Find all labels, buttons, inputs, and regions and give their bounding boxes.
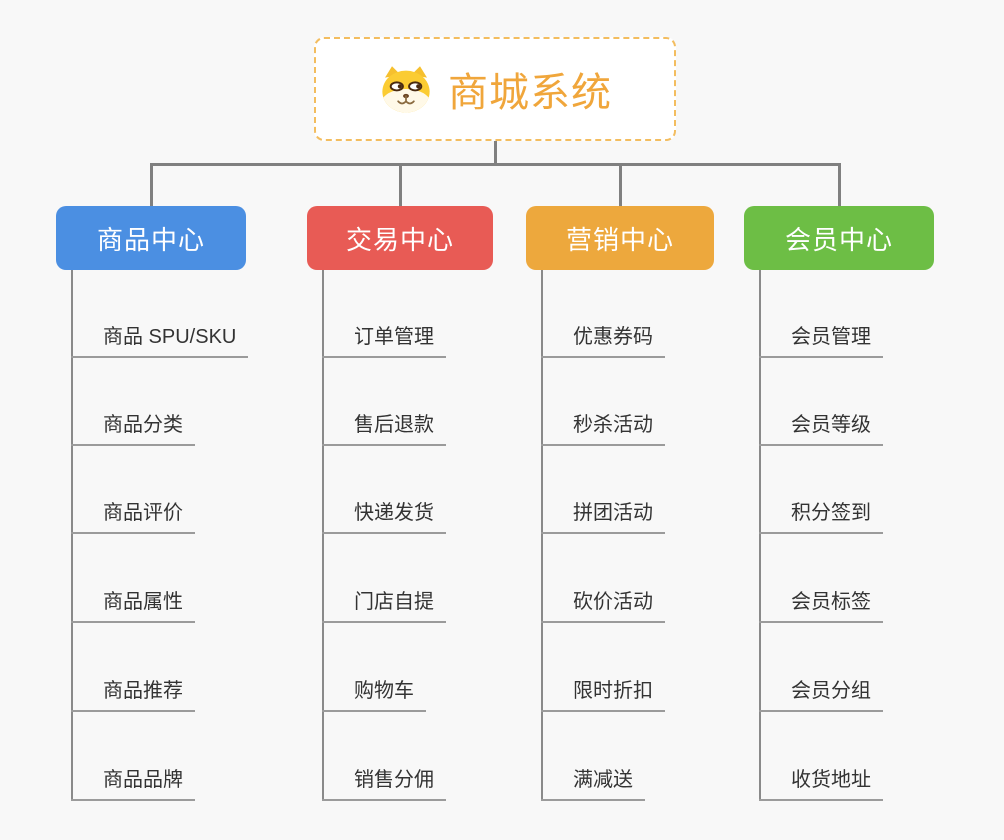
root-title: 商城系统 [448, 71, 612, 115]
leaf-node[interactable]: 会员等级 [759, 408, 883, 446]
leaf-label: 商品 SPU/SKU [103, 326, 237, 348]
connector-bus [150, 163, 840, 166]
leaf-label: 拼团活动 [573, 502, 653, 524]
branch-node[interactable]: 会员中心 [744, 206, 934, 270]
leaf-node[interactable]: 会员分组 [759, 674, 883, 712]
leaf-node[interactable]: 砍价活动 [541, 585, 665, 623]
leaf-label: 会员管理 [791, 326, 871, 348]
leaf-label: 限时折扣 [573, 680, 653, 702]
leaf-label: 商品分类 [103, 414, 183, 436]
leaf-label: 销售分佣 [354, 769, 434, 791]
leaf-node[interactable]: 快递发货 [322, 496, 446, 534]
leaf-label: 售后退款 [354, 414, 434, 436]
leaf-node[interactable]: 商品推荐 [71, 674, 195, 712]
leaf-label: 订单管理 [354, 326, 434, 348]
leaf-node[interactable]: 商品分类 [71, 408, 195, 446]
dog-face-icon [382, 66, 430, 113]
leaf-label: 收货地址 [791, 769, 871, 791]
connector-branch-drop [399, 163, 402, 208]
branch-label: 营销中心 [565, 224, 674, 255]
leaf-node[interactable]: 积分签到 [759, 496, 883, 534]
leaf-node[interactable]: 商品 SPU/SKU [71, 320, 249, 358]
leaf-label: 快递发货 [354, 502, 434, 524]
leaf-label: 商品品牌 [103, 769, 183, 791]
branch-label: 商品中心 [96, 224, 205, 255]
leaf-node[interactable]: 会员标签 [759, 585, 883, 623]
leaf-node[interactable]: 秒杀活动 [541, 408, 665, 446]
leaf-label: 砍价活动 [573, 591, 653, 613]
leaf-label: 商品评价 [103, 502, 183, 524]
leaf-node[interactable]: 收货地址 [759, 763, 883, 801]
leaf-node[interactable]: 商品属性 [71, 585, 195, 623]
connector-branch-trunk [541, 270, 543, 800]
branch-label: 会员中心 [784, 224, 893, 255]
leaf-label: 积分签到 [791, 502, 871, 524]
leaf-node[interactable]: 销售分佣 [322, 763, 446, 801]
leaf-node[interactable]: 购物车 [322, 674, 426, 712]
leaf-label: 会员分组 [791, 680, 871, 702]
branch-node[interactable]: 商品中心 [56, 206, 246, 270]
leaf-node[interactable]: 满减送 [541, 763, 645, 801]
connector-branch-drop [619, 163, 622, 208]
connector-root-drop [494, 140, 497, 164]
leaf-node[interactable]: 售后退款 [322, 408, 446, 446]
leaf-node[interactable]: 门店自提 [322, 585, 446, 623]
leaf-node[interactable]: 优惠券码 [541, 320, 665, 358]
branch-node[interactable]: 营销中心 [526, 206, 714, 270]
leaf-label: 商品属性 [103, 591, 183, 613]
leaf-label: 满减送 [573, 769, 633, 791]
leaf-label: 会员标签 [791, 591, 871, 613]
connector-branch-trunk [759, 270, 761, 800]
connector-branch-drop [838, 163, 841, 208]
leaf-label: 门店自提 [354, 591, 434, 613]
leaf-node[interactable]: 商品评价 [71, 496, 195, 534]
leaf-label: 秒杀活动 [573, 414, 653, 436]
branch-label: 交易中心 [345, 224, 454, 255]
leaf-node[interactable]: 会员管理 [759, 320, 883, 358]
leaf-node[interactable]: 拼团活动 [541, 496, 665, 534]
root-node[interactable]: 商城系统 [314, 37, 676, 141]
connector-branch-drop [150, 163, 153, 208]
leaf-label: 会员等级 [791, 414, 871, 436]
branch-node[interactable]: 交易中心 [307, 206, 493, 270]
leaf-label: 优惠券码 [573, 326, 653, 348]
leaf-node[interactable]: 商品品牌 [71, 763, 195, 801]
leaf-node[interactable]: 订单管理 [322, 320, 446, 358]
connector-branch-trunk [322, 270, 324, 800]
leaf-node[interactable]: 限时折扣 [541, 674, 665, 712]
leaf-label: 商品推荐 [103, 680, 183, 702]
connector-branch-trunk [71, 270, 73, 800]
leaf-label: 购物车 [354, 680, 414, 702]
